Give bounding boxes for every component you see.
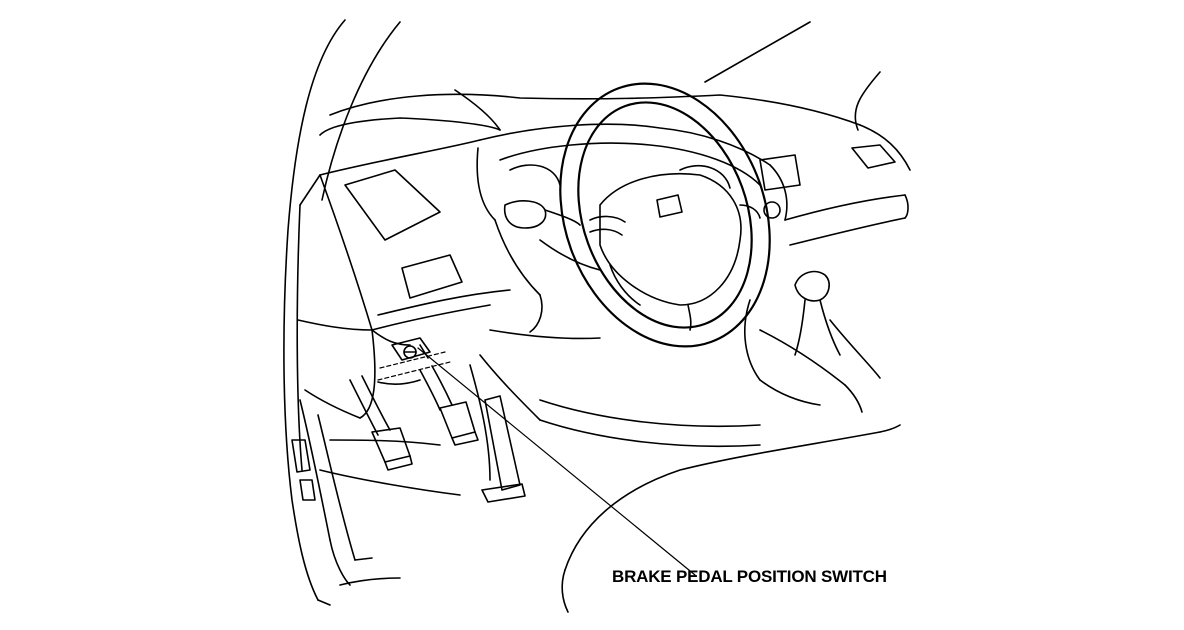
a-pillar: [283, 19, 401, 606]
center-console: [744, 270, 881, 413]
floor: [319, 354, 761, 586]
dashboard-right: [759, 144, 909, 246]
callout-label: BRAKE PEDAL POSITION SWITCH: [612, 567, 887, 586]
under-dash-panel: [371, 329, 451, 385]
accelerator-pedal: [481, 395, 526, 503]
dashboard-top: [319, 21, 911, 171]
steering-wheel: [559, 82, 771, 348]
driver-seat: [561, 424, 901, 613]
steering-column: [489, 200, 601, 340]
clutch-pedal: [349, 375, 413, 471]
instrument-hood: [476, 123, 788, 221]
callout-leader: [417, 347, 696, 576]
brake-pedal: [419, 365, 479, 446]
kick-panel: [291, 399, 373, 586]
brake-pedal-position-switch: [403, 344, 429, 359]
dashboard-left: [297, 139, 511, 419]
